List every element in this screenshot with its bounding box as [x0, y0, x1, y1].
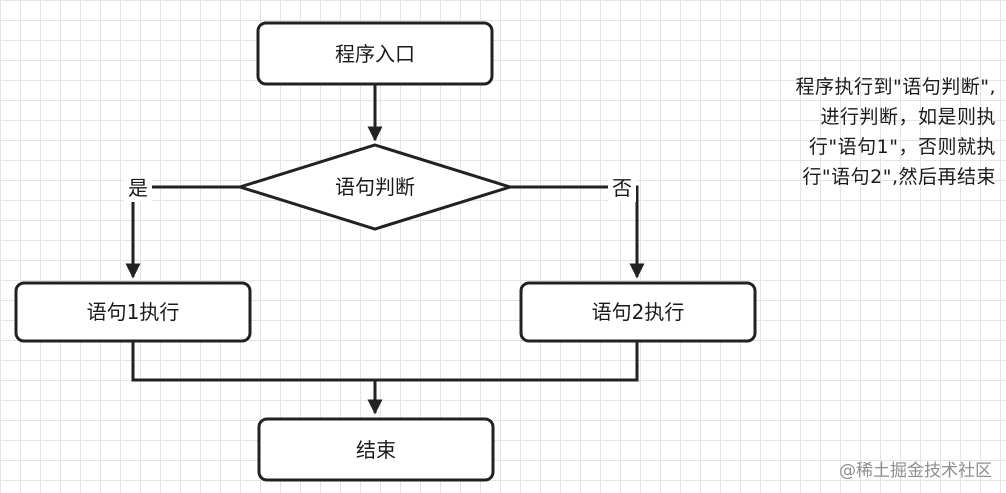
note-line: 行"语句1"，否则就执	[808, 136, 996, 158]
statement2-node-label: 语句2执行	[592, 300, 685, 324]
yes-label-backdrop	[124, 174, 152, 202]
connectors	[125, 84, 645, 415]
note-line: 行"语句2",然后再结束	[802, 166, 996, 188]
arrow-no-branch	[510, 185, 645, 279]
decision-node-label: 语句判断	[335, 175, 415, 199]
statement2-node: 语句2执行	[519, 281, 757, 343]
watermark-text: @稀土掘金技术社区	[839, 461, 992, 481]
statement1-node-label: 语句1执行	[87, 300, 180, 324]
yes-branch-label: 是	[128, 176, 148, 200]
end-node-label: 结束	[356, 438, 396, 462]
no-label-backdrop	[608, 174, 636, 202]
decision-node: 语句判断	[234, 143, 516, 231]
start-node-label: 程序入口	[335, 42, 415, 66]
merge-line	[131, 341, 639, 382]
statement1-node: 语句1执行	[14, 281, 252, 343]
end-node: 结束	[257, 417, 495, 482]
note-line: 程序执行到"语句判断",	[795, 76, 996, 98]
start-node: 程序入口	[256, 21, 494, 86]
note-line: 进行判断，如是则执	[820, 106, 996, 128]
explanation-note: 程序执行到"语句判断", 进行判断，如是则执 行"语句1"，否则就执 行"语句2…	[726, 72, 996, 192]
no-branch-label: 否	[612, 176, 632, 200]
